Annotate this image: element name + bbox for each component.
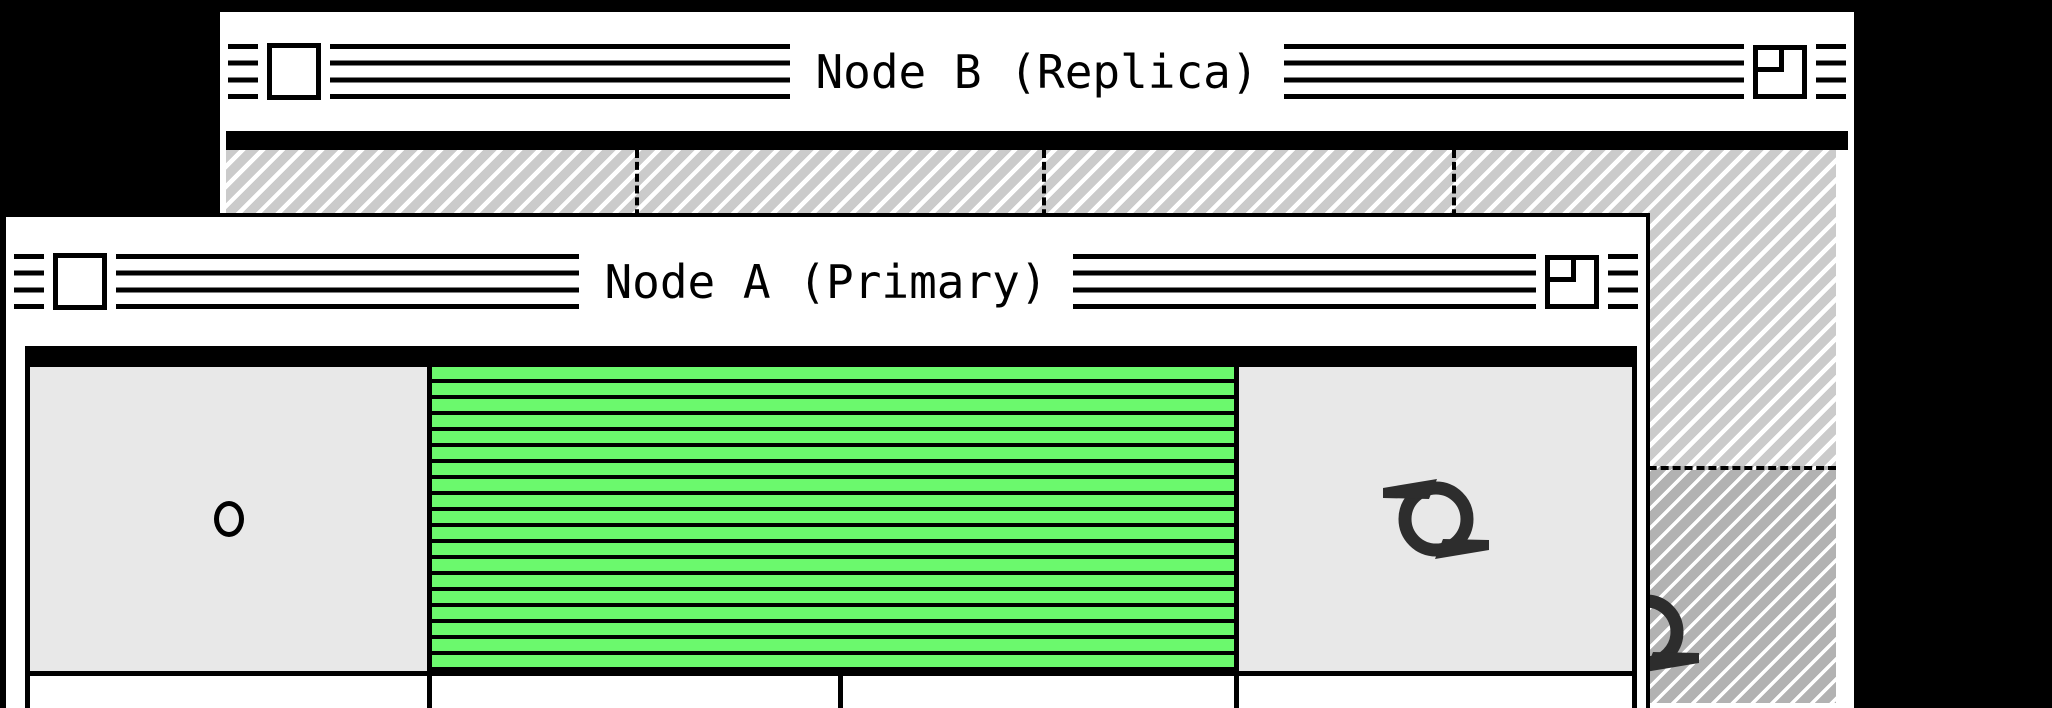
cell-idle[interactable] bbox=[30, 367, 427, 671]
close-box-icon[interactable] bbox=[267, 43, 321, 100]
titlebar-stripes-left-short bbox=[14, 254, 44, 309]
cell-empty-3[interactable] bbox=[843, 676, 1234, 708]
titlebar-node-a[interactable]: Node A (Primary) bbox=[6, 217, 1646, 346]
zoom-box-inner-square bbox=[1550, 259, 1576, 283]
titlebar-stripes-right-short bbox=[1816, 44, 1847, 99]
titlebar-stripes-right bbox=[1072, 254, 1537, 309]
cell-empty-4[interactable] bbox=[1239, 676, 1632, 708]
titlebar-stripes-left bbox=[330, 44, 791, 99]
primary-grid bbox=[25, 367, 1637, 708]
zoom-box-icon[interactable] bbox=[1753, 44, 1808, 99]
cell-empty-2[interactable] bbox=[432, 676, 838, 708]
titlebar-separator-bar bbox=[25, 346, 1637, 367]
sync-icon bbox=[1382, 479, 1489, 559]
cell-active-green[interactable] bbox=[432, 367, 1234, 671]
titlebar-stripes-left-short bbox=[228, 44, 258, 99]
zoom-box-icon[interactable] bbox=[1545, 254, 1600, 309]
titlebar-node-b[interactable]: Node B (Replica) bbox=[220, 12, 1854, 131]
cell-sync[interactable] bbox=[1239, 367, 1632, 671]
window-title: Node B (Replica) bbox=[815, 44, 1259, 99]
titlebar-stripes-right-short bbox=[1608, 254, 1639, 309]
titlebar-stripes-right bbox=[1283, 44, 1745, 99]
window-title: Node A (Primary) bbox=[604, 254, 1048, 309]
titlebar-separator-bar bbox=[226, 131, 1848, 150]
circle-outline-icon bbox=[213, 501, 244, 537]
titlebar-stripes-left bbox=[116, 254, 580, 309]
cell-empty-1[interactable] bbox=[30, 676, 427, 708]
close-box-icon[interactable] bbox=[53, 253, 107, 310]
window-node-a: Node A (Primary) bbox=[2, 213, 1650, 708]
zoom-box-inner-square bbox=[1758, 49, 1784, 73]
